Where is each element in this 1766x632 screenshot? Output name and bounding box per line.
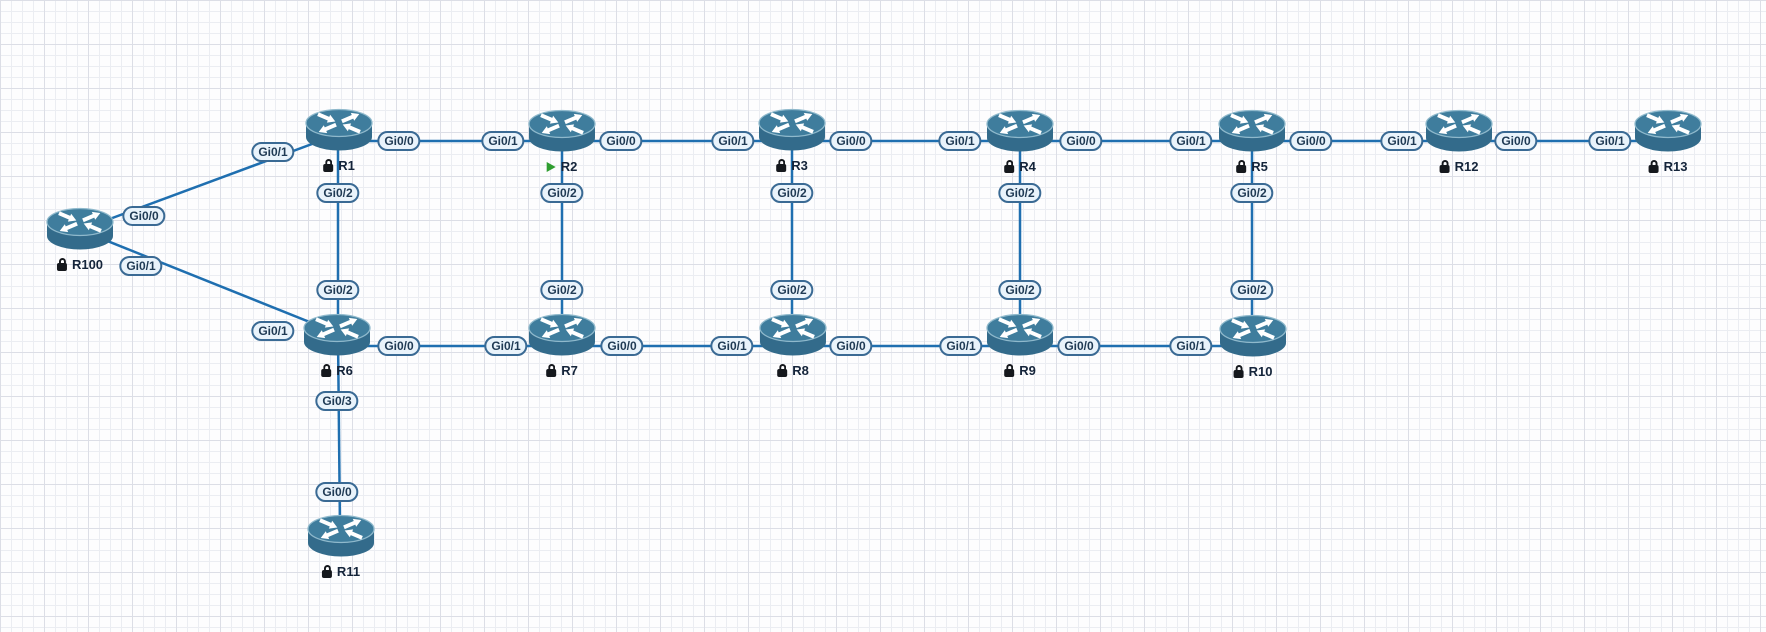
router-node-r1[interactable]: R1 (304, 107, 374, 173)
interface-label[interactable]: Gi0/1 (481, 131, 525, 151)
router-name-label[interactable]: R11 (321, 564, 360, 579)
router-name-label[interactable]: R6 (321, 363, 353, 378)
router-icon (527, 312, 597, 360)
router-icon (527, 108, 597, 156)
interface-label[interactable]: Gi0/0 (377, 131, 421, 151)
interface-label[interactable]: Gi0/1 (1169, 336, 1213, 356)
lock-icon (323, 159, 334, 172)
router-node-r7[interactable]: R7 (527, 312, 597, 378)
lock-icon (321, 364, 332, 377)
router-icon (304, 107, 374, 155)
interface-label[interactable]: Gi0/2 (316, 183, 360, 203)
interface-label[interactable]: Gi0/0 (1057, 336, 1101, 356)
lock-icon (777, 364, 788, 377)
lock-icon (321, 565, 332, 578)
interface-label[interactable]: Gi0/1 (710, 336, 754, 356)
interface-label[interactable]: Gi0/2 (1230, 183, 1274, 203)
router-icon (1633, 108, 1703, 156)
interface-label[interactable]: Gi0/1 (1588, 131, 1632, 151)
router-name-label[interactable]: R2 (546, 159, 577, 174)
router-icon (1217, 108, 1287, 156)
lock-icon (1648, 160, 1659, 173)
interface-label[interactable]: Gi0/1 (251, 142, 295, 162)
router-node-r3[interactable]: R3 (757, 107, 827, 173)
interface-label[interactable]: Gi0/0 (1059, 131, 1103, 151)
router-icon (45, 206, 115, 254)
router-node-r10[interactable]: R10 (1218, 313, 1288, 379)
router-icon (985, 312, 1055, 360)
lock-icon (1236, 160, 1247, 173)
router-node-r4[interactable]: R4 (985, 108, 1055, 174)
router-icon (758, 312, 828, 360)
interface-label[interactable]: Gi0/1 (938, 131, 982, 151)
interface-label[interactable]: Gi0/0 (1494, 131, 1538, 151)
interface-label[interactable]: Gi0/1 (484, 336, 528, 356)
interface-label[interactable]: Gi0/1 (1169, 131, 1213, 151)
router-node-r13[interactable]: R13 (1633, 108, 1703, 174)
router-node-r6[interactable]: R6 (302, 312, 372, 378)
lock-icon (56, 258, 67, 271)
router-node-r9[interactable]: R9 (985, 312, 1055, 378)
router-icon (1424, 108, 1494, 156)
router-name-label[interactable]: R10 (1233, 364, 1272, 379)
link-r100-r1[interactable] (79, 132, 340, 232)
interface-label[interactable]: Gi0/2 (998, 183, 1042, 203)
router-name-label[interactable]: R9 (1004, 363, 1036, 378)
interface-label[interactable]: Gi0/0 (377, 336, 421, 356)
interface-label[interactable]: Gi0/2 (1230, 280, 1274, 300)
router-name-label[interactable]: R12 (1439, 159, 1478, 174)
interface-label[interactable]: Gi0/2 (998, 280, 1042, 300)
interface-label[interactable]: Gi0/2 (540, 280, 584, 300)
router-icon (306, 513, 376, 561)
lock-icon (1004, 160, 1015, 173)
interface-label[interactable]: Gi0/1 (711, 131, 755, 151)
router-name-label[interactable]: R5 (1236, 159, 1268, 174)
router-node-r11[interactable]: R11 (306, 513, 376, 579)
interface-label[interactable]: Gi0/0 (829, 336, 873, 356)
interface-label[interactable]: Gi0/2 (770, 280, 814, 300)
router-name-label[interactable]: R7 (546, 363, 578, 378)
router-node-r5[interactable]: R5 (1217, 108, 1287, 174)
router-node-r100[interactable]: R100 (45, 206, 115, 272)
router-icon (985, 108, 1055, 156)
router-node-r2[interactable]: R2 (527, 108, 597, 174)
lock-icon (1439, 160, 1450, 173)
interface-label[interactable]: Gi0/0 (600, 336, 644, 356)
router-node-r12[interactable]: R12 (1424, 108, 1494, 174)
router-icon (757, 107, 827, 155)
router-name-label[interactable]: R100 (56, 257, 103, 272)
interface-label[interactable]: Gi0/1 (939, 336, 983, 356)
interface-label[interactable]: Gi0/1 (251, 321, 295, 341)
interface-label[interactable]: Gi0/3 (315, 391, 359, 411)
lock-icon (1233, 365, 1244, 378)
router-name-label[interactable]: R4 (1004, 159, 1036, 174)
router-name-label[interactable]: R3 (776, 158, 808, 173)
play-icon (546, 161, 556, 172)
interface-label[interactable]: Gi0/0 (599, 131, 643, 151)
link-r100-r6[interactable] (79, 228, 338, 335)
router-name-label[interactable]: R13 (1648, 159, 1687, 174)
interface-label[interactable]: Gi0/2 (316, 280, 360, 300)
interface-label[interactable]: Gi0/1 (1380, 131, 1424, 151)
lock-icon (1004, 364, 1015, 377)
router-name-label[interactable]: R1 (323, 158, 355, 173)
lock-icon (546, 364, 557, 377)
interface-label[interactable]: Gi0/0 (122, 206, 166, 226)
interface-label[interactable]: Gi0/2 (540, 183, 584, 203)
interface-label[interactable]: Gi0/0 (1289, 131, 1333, 151)
lock-icon (776, 159, 787, 172)
router-icon (302, 312, 372, 360)
router-name-label[interactable]: R8 (777, 363, 809, 378)
interface-label[interactable]: Gi0/0 (315, 482, 359, 502)
interface-label[interactable]: Gi0/1 (119, 256, 163, 276)
router-node-r8[interactable]: R8 (758, 312, 828, 378)
interface-label[interactable]: Gi0/2 (770, 183, 814, 203)
interface-label[interactable]: Gi0/0 (829, 131, 873, 151)
router-icon (1218, 313, 1288, 361)
